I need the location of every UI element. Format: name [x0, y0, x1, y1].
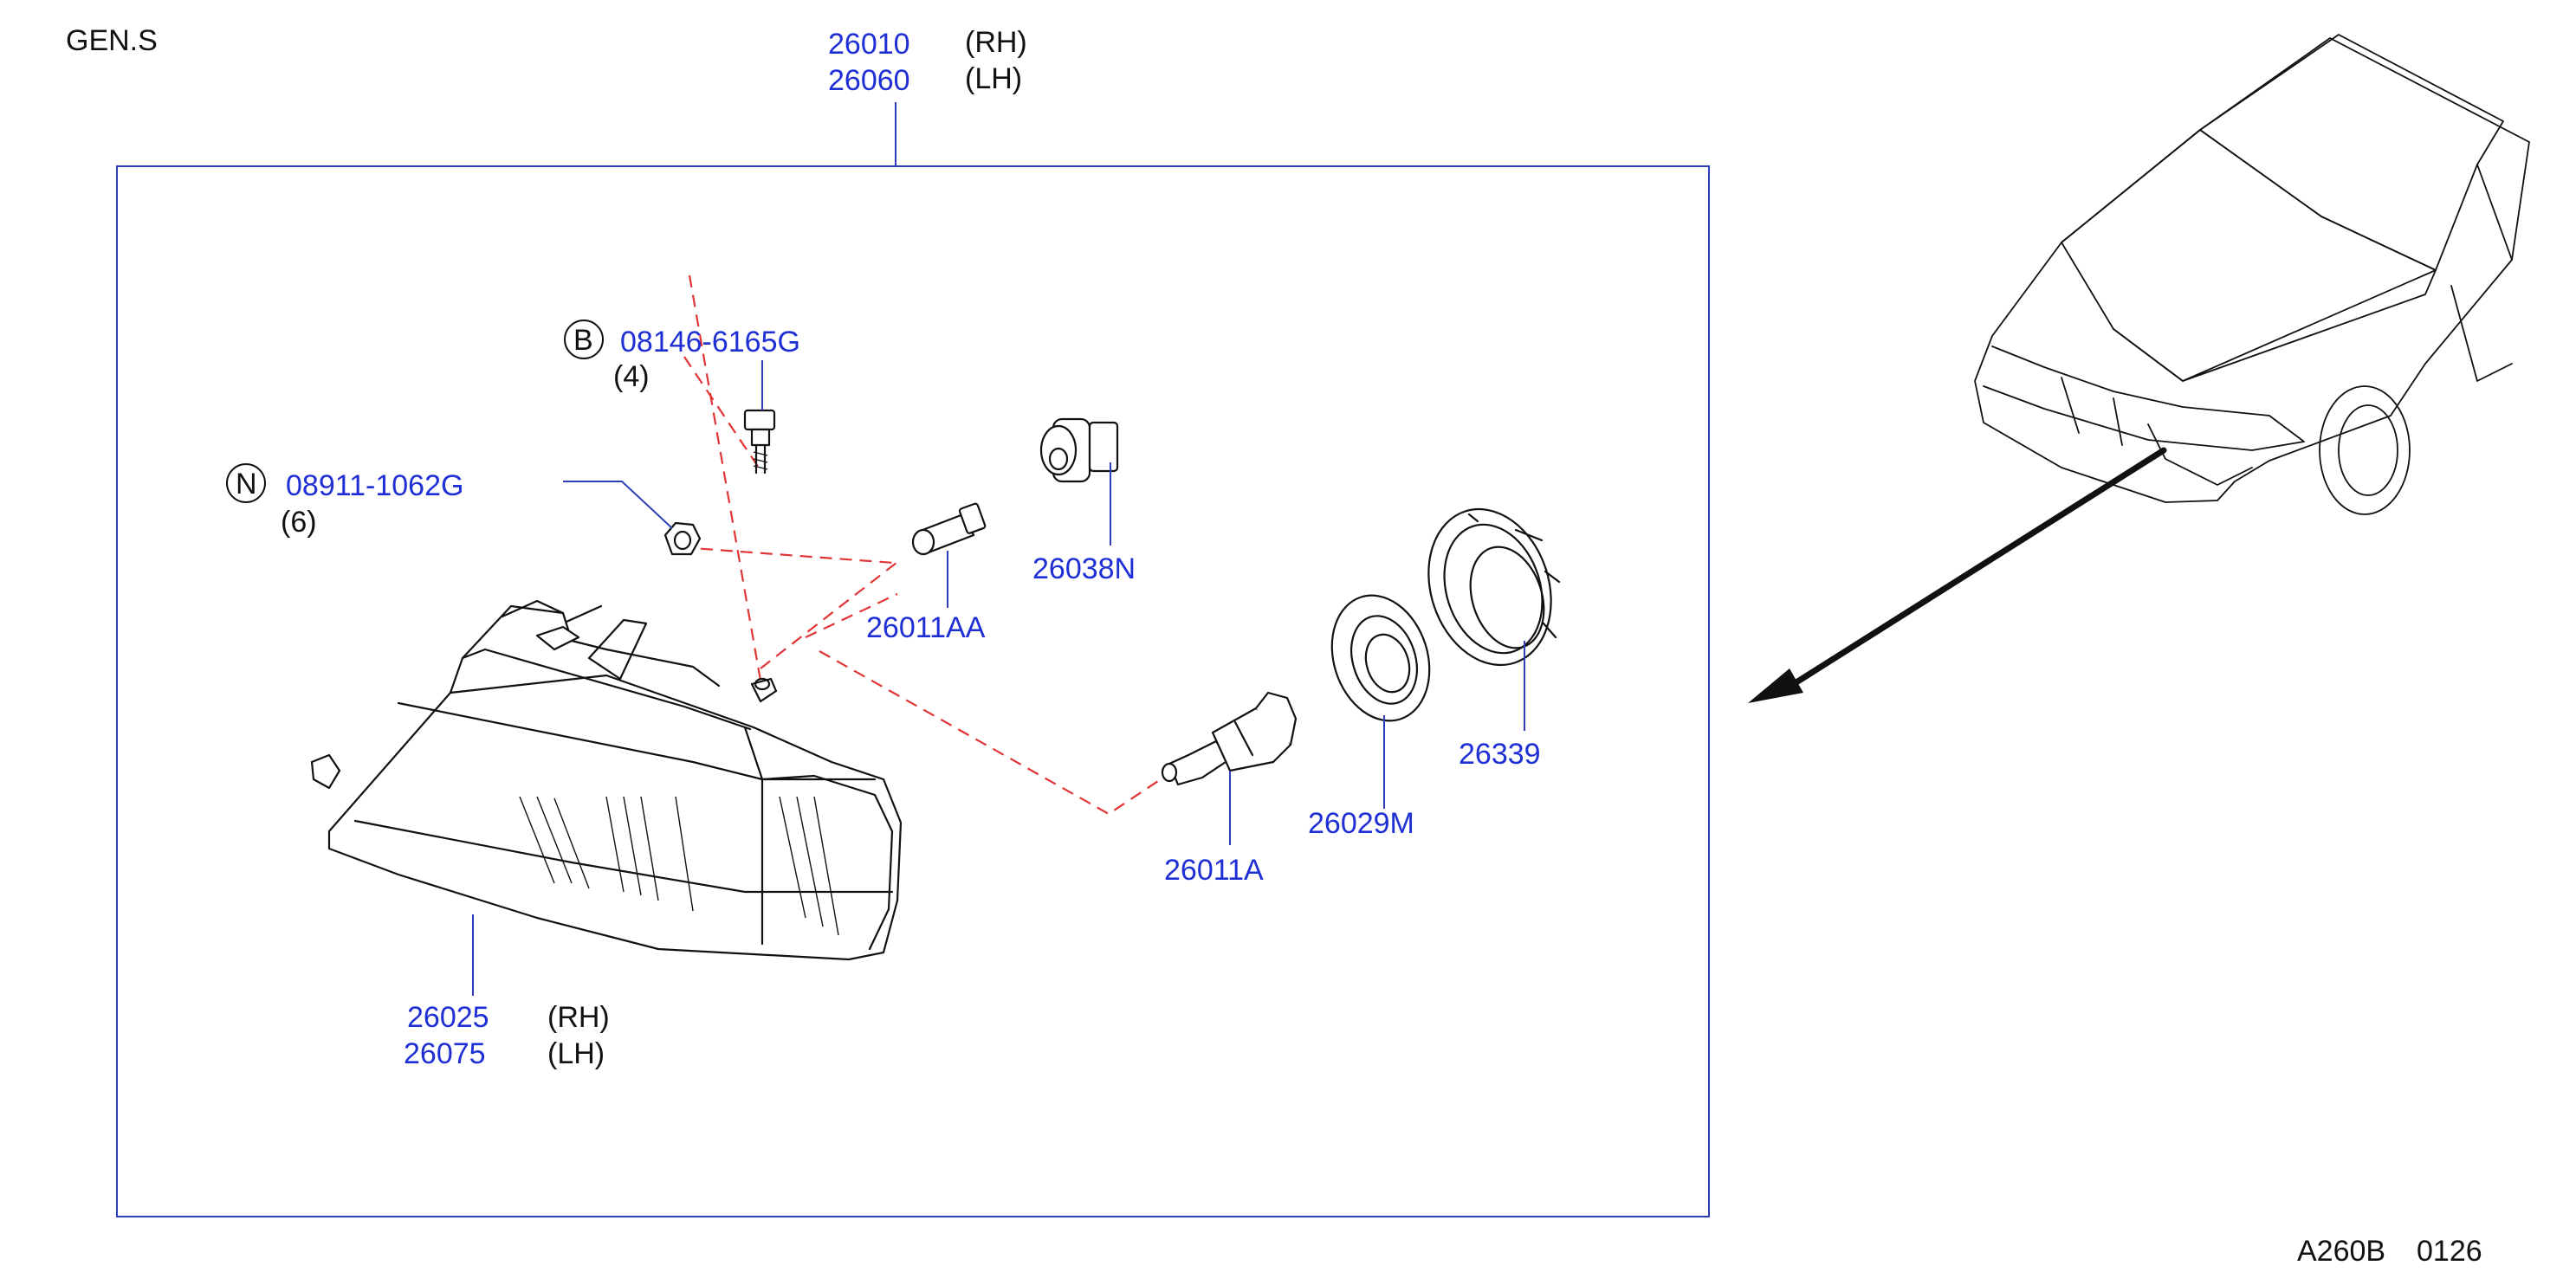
diagram-ref-code: A260B — [2297, 1235, 2385, 1268]
bolt-qty: (4) — [613, 360, 650, 393]
nut-leader — [563, 481, 673, 529]
seal-part-number[interactable]: 26029M — [1308, 807, 1414, 840]
housing-part-lh[interactable]: 26075 — [404, 1037, 486, 1070]
assembly-frame — [116, 165, 1710, 1217]
bolt-callout-letter: B — [573, 324, 593, 357]
nut-callout-circle — [226, 463, 266, 503]
headlamp-housing-icon[interactable] — [310, 599, 903, 961]
car-front-view-icon — [1974, 34, 2530, 515]
diagram-ref-seq: 0126 — [2417, 1235, 2482, 1268]
seal-ring-icon[interactable] — [1317, 583, 1445, 733]
assembly-part-rh[interactable]: 26010 — [828, 28, 910, 61]
headlamp-bulb-part-number[interactable]: 26011A — [1164, 854, 1264, 887]
bolt-part-number[interactable]: 08146-6165G — [620, 326, 800, 358]
small-bulb-part-number[interactable]: 26011AA — [866, 611, 986, 644]
bolt-callout-circle — [564, 320, 604, 359]
housing-part-rh[interactable]: 26025 — [407, 1001, 489, 1034]
nut-part-number[interactable]: 08911-1062G — [286, 469, 463, 502]
nut-icon[interactable] — [663, 521, 702, 556]
nut-callout-letter: N — [236, 468, 257, 500]
hidden-lines — [680, 274, 1162, 816]
cap-part-number[interactable]: 26339 — [1459, 738, 1541, 771]
cap-icon[interactable] — [1409, 493, 1570, 681]
bolt-icon[interactable] — [743, 409, 776, 475]
location-arrow-icon — [1748, 447, 2167, 703]
housing-side-lh: (LH) — [547, 1037, 605, 1070]
assembly-side-lh: (LH) — [965, 62, 1022, 95]
nut-qty: (6) — [281, 506, 317, 539]
small-bulb-icon[interactable] — [911, 502, 987, 556]
housing-side-rh: (RH) — [547, 1001, 610, 1034]
assembly-side-rh: (RH) — [965, 26, 1027, 59]
assembly-part-lh[interactable]: 26060 — [828, 64, 910, 97]
socket-icon[interactable] — [1039, 417, 1119, 483]
socket-part-number[interactable]: 26038N — [1032, 552, 1136, 585]
section-label: GEN.S — [66, 24, 158, 57]
